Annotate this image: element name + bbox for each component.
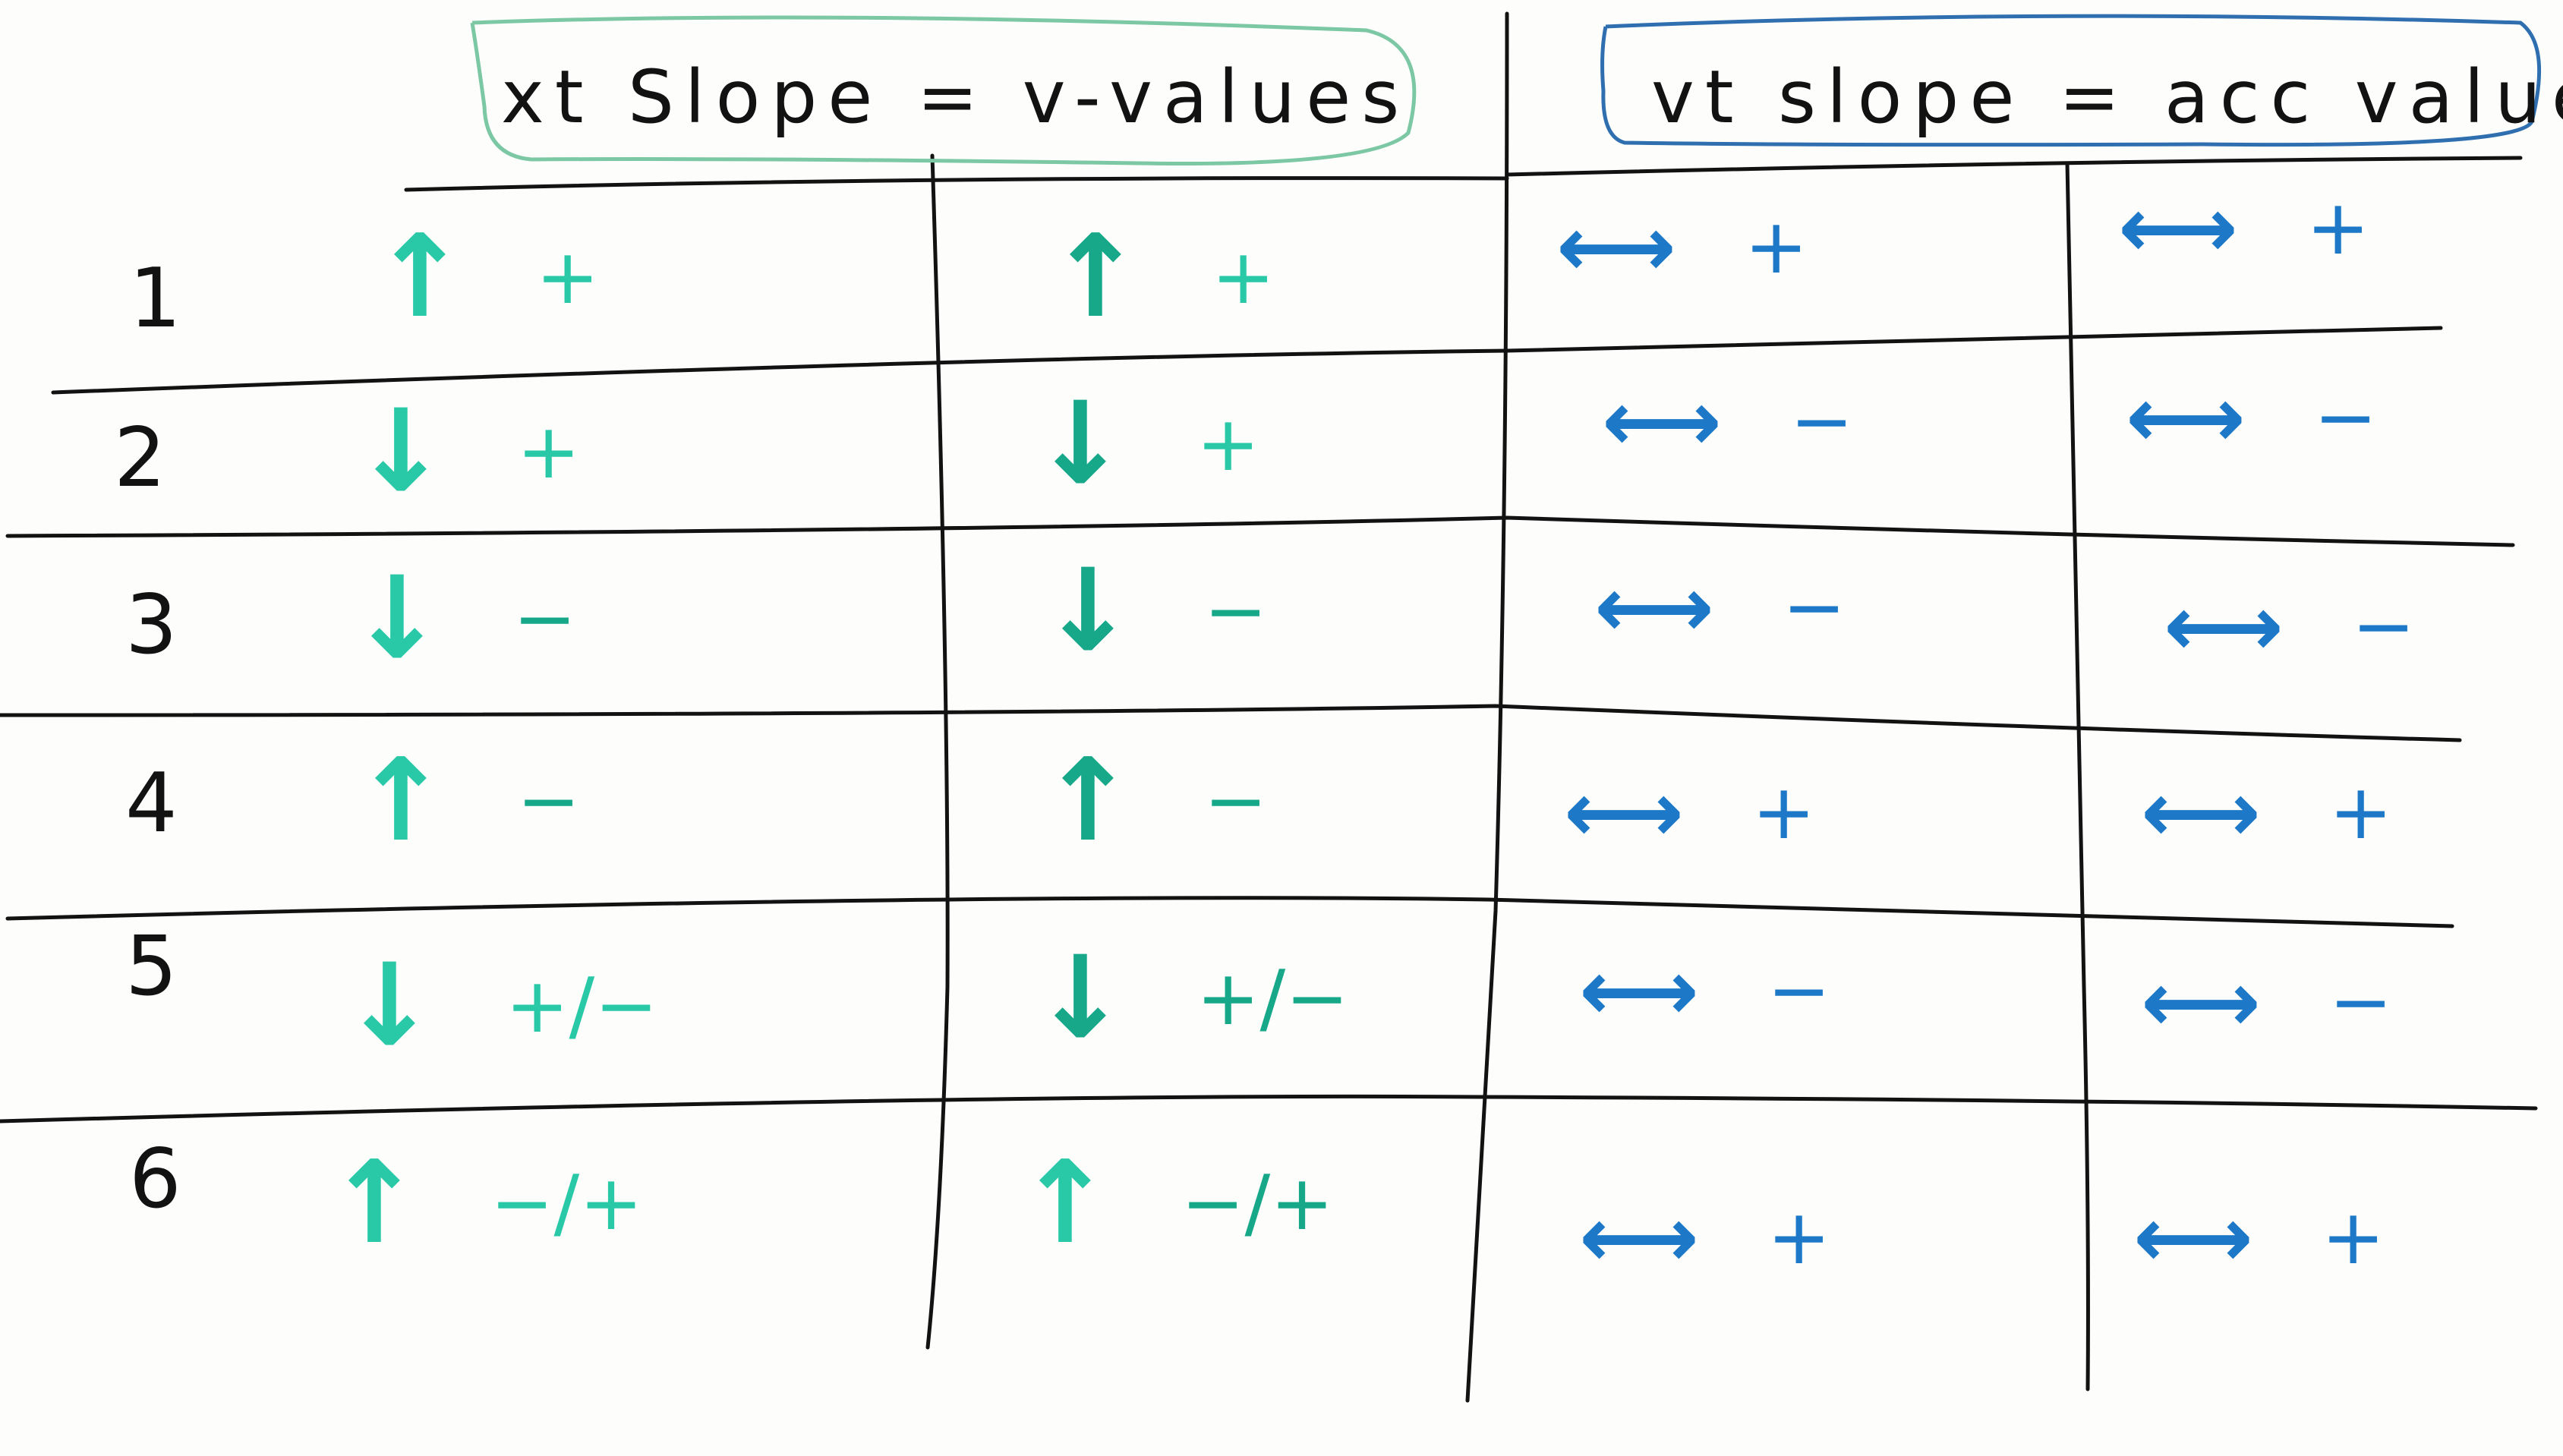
column-separator-3: [2065, 161, 2090, 1391]
row-separator-5: [0, 1094, 2538, 1124]
v-values-cell: ↑ +: [1048, 220, 1275, 334]
column-separator-2: [1465, 11, 1509, 1403]
vt-slope-cell: ⟷ −: [1594, 566, 1846, 649]
v-values-cell: ↑ −/+: [1017, 1146, 1334, 1260]
xt-slope-cell: ↓ −: [349, 562, 576, 676]
xt-slope-cell: ↓ +/−: [342, 949, 658, 1063]
horizontal-double-arrow-icon: ⟷: [1556, 198, 1676, 295]
sign-text: −: [2351, 581, 2416, 670]
sign-text: +/−: [505, 961, 658, 1050]
sign-text: +: [1196, 399, 1260, 488]
sign-text: +: [535, 232, 600, 321]
sign-text: −: [1203, 756, 1268, 845]
sign-text: +/−: [1196, 953, 1349, 1042]
vt-slope-cell: ⟷ +: [1556, 205, 1808, 288]
sign-text: +: [1751, 767, 1816, 856]
sign-text: −/+: [490, 1158, 643, 1247]
up-arrow-icon: ↑: [326, 1137, 422, 1269]
sign-text: +: [1767, 1193, 1831, 1281]
up-arrow-icon: ↑: [372, 211, 468, 343]
acc-values-cell: ⟷ −: [2126, 376, 2378, 459]
v-values-cell: ↓ +: [1032, 387, 1259, 501]
v-values-cell: ↓ +/−: [1032, 941, 1349, 1055]
v-values-cell: ↑ −: [1040, 744, 1267, 858]
acc-values-cell: ⟷ −: [2164, 585, 2416, 668]
up-arrow-icon: ↑: [1048, 211, 1143, 343]
sign-text: −: [1789, 377, 1854, 465]
vt-slope-cell: ⟷ −: [1602, 380, 1854, 463]
sign-text: −: [2313, 373, 2378, 462]
horizontal-double-arrow-icon: ⟷: [2118, 179, 2238, 276]
down-arrow-icon: ↓: [349, 553, 445, 685]
down-arrow-icon: ↓: [1040, 545, 1136, 677]
row-separator-4: [5, 896, 2454, 928]
horizontal-double-arrow-icon: ⟷: [2164, 578, 2284, 675]
horizontal-double-arrow-icon: ⟷: [1594, 559, 1714, 656]
row-separator-2: [5, 515, 2515, 547]
row-number: 3: [125, 578, 178, 673]
xt-slope-cell: ↓ +: [353, 395, 580, 509]
sign-text: −: [1767, 946, 1831, 1035]
acc-values-cell: ⟷ +: [2118, 186, 2370, 269]
horizontal-double-arrow-icon: ⟷: [1602, 373, 1722, 470]
sign-text: +: [2321, 1193, 2385, 1281]
sign-text: −: [2328, 957, 2393, 1046]
horizontal-double-arrow-icon: ⟷: [1579, 942, 1699, 1039]
down-arrow-icon: ↓: [1032, 378, 1128, 510]
down-arrow-icon: ↓: [353, 386, 449, 518]
horizontal-double-arrow-icon: ⟷: [2141, 764, 2261, 861]
column-separator-1: [925, 153, 950, 1350]
up-arrow-icon: ↑: [1040, 735, 1136, 867]
horizontal-double-arrow-icon: ⟷: [2141, 953, 2261, 1051]
v-values-cell: ↓ −: [1040, 554, 1267, 668]
sign-text: +: [1744, 202, 1808, 291]
sign-text: −: [512, 574, 577, 663]
acc-values-cell: ⟷ +: [2133, 1196, 2385, 1279]
row-separator-3: [0, 704, 2462, 742]
row-number: 5: [125, 919, 178, 1014]
sign-text: −: [516, 756, 581, 845]
horizontal-double-arrow-icon: ⟷: [1579, 1189, 1699, 1286]
row-number: 2: [114, 411, 166, 506]
xt-slope-cell: ↑ −/+: [326, 1146, 643, 1260]
sign-text: −: [1782, 563, 1846, 651]
header-xt-slope: xt Slope = v-values: [501, 55, 1411, 140]
horizontal-double-arrow-icon: ⟷: [2126, 369, 2246, 466]
up-arrow-icon: ↑: [353, 735, 449, 867]
header-underline-left: [404, 176, 1509, 192]
up-arrow-icon: ↑: [1017, 1137, 1113, 1269]
row-number: 1: [129, 251, 181, 346]
vt-slope-cell: ⟷ +: [1564, 771, 1816, 854]
xt-slope-cell: ↑ −: [353, 744, 580, 858]
horizontal-double-arrow-icon: ⟷: [1564, 764, 1684, 861]
acc-values-cell: ⟷ +: [2141, 771, 2393, 854]
down-arrow-icon: ↓: [342, 940, 437, 1072]
sign-text: −: [1203, 566, 1268, 655]
row-number: 6: [129, 1132, 181, 1227]
sign-text: +: [2328, 767, 2393, 856]
header-vt-slope: vt slope = acc values: [1651, 55, 2563, 140]
acc-values-cell: ⟷ −: [2141, 960, 2393, 1044]
down-arrow-icon: ↓: [1032, 932, 1128, 1064]
header-box-xt: [470, 15, 1417, 165]
sign-text: +: [516, 407, 581, 496]
vt-slope-cell: ⟷ +: [1579, 1196, 1831, 1279]
sign-text: −/+: [1181, 1158, 1334, 1247]
sign-text: +: [2306, 183, 2370, 272]
xt-slope-cell: ↑ +: [372, 220, 599, 334]
header-box-vt: [1600, 14, 2542, 147]
vt-slope-cell: ⟷ −: [1579, 949, 1831, 1032]
row-separator-1: [51, 326, 2443, 395]
sign-text: +: [1211, 232, 1275, 321]
horizontal-double-arrow-icon: ⟷: [2133, 1189, 2253, 1286]
row-number: 4: [125, 756, 178, 851]
header-underline-right: [1505, 156, 2523, 177]
